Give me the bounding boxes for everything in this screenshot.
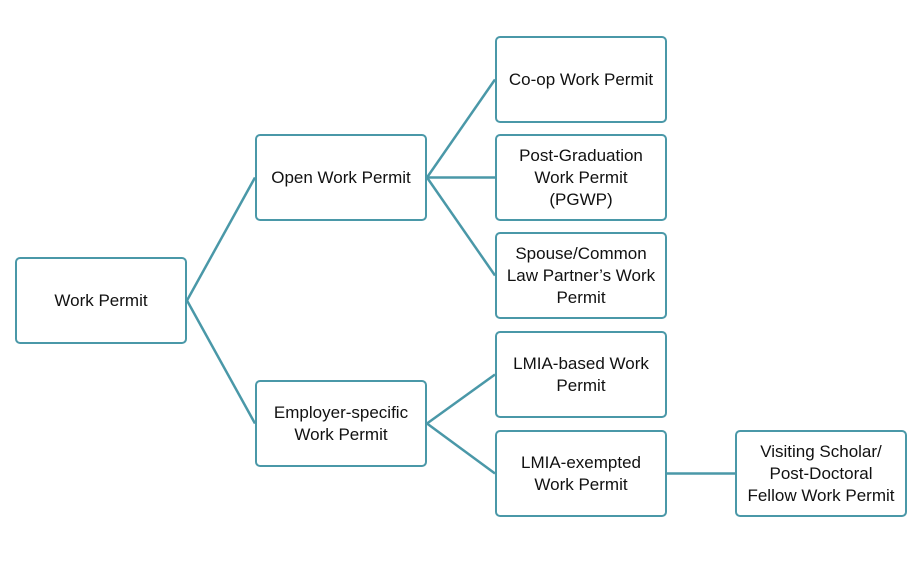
node-pgwp: Post-Graduation Work Permit (PGWP) [495, 134, 667, 221]
connector-employer-to-lmia_exempt [426, 422, 496, 475]
node-visiting-scholar-label: Visiting Scholar/ Post-Doctoral Fellow W… [747, 441, 895, 505]
connector-employer-to-lmia_based [426, 373, 496, 425]
connector-work_permit-to-employer [185, 299, 257, 425]
node-lmia-exempted-label: LMIA-exempted Work Permit [521, 452, 641, 494]
node-coop-work-permit: Co-op Work Permit [495, 36, 667, 123]
node-work-permit-label: Work Permit [54, 290, 148, 310]
node-coop-label: Co-op Work Permit [508, 69, 654, 89]
node-open-work-permit-label: Open Work Permit [271, 167, 411, 187]
connector-open-to-coop [425, 78, 497, 179]
node-lmia-based-work-permit: LMIA-based Work Permit [495, 331, 667, 418]
node-spouse-label: Spouse/Common Law Partner’s Work Permit [506, 243, 656, 307]
node-employer-specific-label: Employer-specific Work Permit [273, 402, 409, 444]
node-pgwp-label: Post-Graduation Work Permit (PGWP) [519, 145, 643, 209]
node-lmia-exempted-work-permit: LMIA-exempted Work Permit [495, 430, 667, 517]
node-spouse-work-permit: Spouse/Common Law Partner’s Work Permit [495, 232, 667, 319]
node-employer-specific-work-permit: Employer-specific Work Permit [255, 380, 427, 467]
connector-work_permit-to-open [185, 176, 257, 302]
node-lmia-based-label: LMIA-based Work Permit [513, 353, 649, 395]
node-work-permit: Work Permit [15, 257, 187, 344]
connector-open-to-spouse [425, 176, 497, 277]
node-open-work-permit: Open Work Permit [255, 134, 427, 221]
node-visiting-scholar-work-permit: Visiting Scholar/ Post-Doctoral Fellow W… [735, 430, 907, 517]
